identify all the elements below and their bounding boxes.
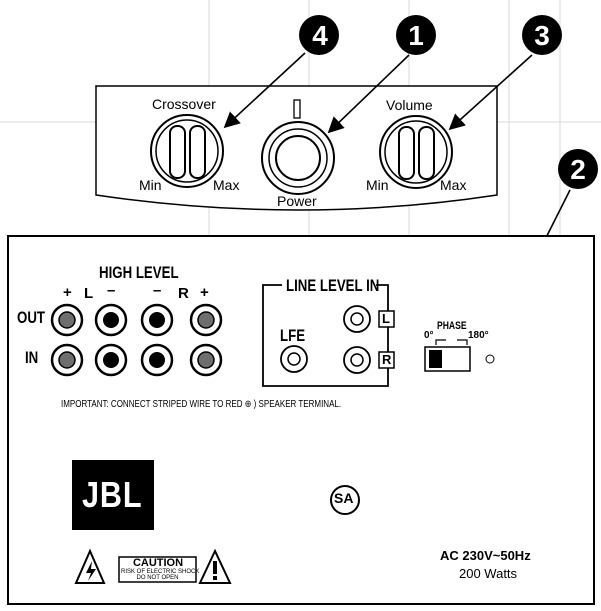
crossover-min-label: Min	[139, 177, 162, 193]
crossover-label: Crossover	[152, 96, 216, 112]
phase-bracket	[435, 339, 468, 345]
crossover-max-label: Max	[213, 177, 240, 193]
volume-label: Volume	[386, 97, 433, 113]
rear-panel-outline	[7, 235, 595, 605]
polarity-label-1: +	[63, 284, 72, 301]
callout-3	[522, 15, 562, 55]
power-rating-line1: AC 230V~50Hz	[440, 548, 531, 563]
jbl-logo-text: JBL	[82, 474, 143, 515]
phase-switch-slider	[429, 350, 442, 368]
terminal-out-2	[94, 303, 128, 337]
lfe-label: LFE	[280, 326, 306, 345]
callout-4-label: 4	[312, 20, 328, 51]
out-label: OUT	[17, 308, 45, 327]
terminal-in-3	[140, 343, 174, 377]
caution-line2: DO NOT OPEN	[136, 575, 179, 581]
terminal-out-4	[189, 303, 223, 337]
callout-1	[396, 15, 436, 55]
callout-4	[299, 15, 339, 55]
volume-knob	[379, 115, 453, 189]
power-label: Power	[277, 193, 317, 209]
terminal-in-2	[94, 343, 128, 377]
warning-triangle-left	[74, 548, 106, 584]
lfe-jack	[280, 345, 308, 373]
polarity-label-4: –	[153, 282, 162, 299]
terminal-out-3	[140, 303, 174, 337]
terminal-in-1	[50, 343, 84, 377]
terminal-out-1	[50, 303, 84, 337]
polarity-label-5: R	[178, 285, 189, 302]
caution-label-box	[118, 556, 197, 583]
callout-2-label: 2	[570, 154, 586, 185]
power-rating-line2: 200 Watts	[459, 566, 518, 581]
csa-cert-mark	[330, 485, 360, 515]
polarity-label-6: +	[200, 284, 209, 301]
volume-max-label: Max	[440, 177, 467, 193]
jbl-logo-block	[72, 460, 154, 530]
line-l-jack	[343, 305, 371, 333]
phase-indicator-led	[485, 354, 495, 364]
polarity-label-2: L	[84, 285, 94, 302]
high-level-title: HIGH LEVEL	[99, 263, 179, 282]
caution-title: CAUTION	[132, 557, 184, 569]
callout-1-label: 1	[408, 20, 424, 51]
power-knob	[261, 99, 335, 195]
crossover-knob	[150, 114, 224, 188]
warning-triangle-right	[198, 548, 232, 584]
callout-3-label: 3	[534, 20, 550, 51]
callout-2	[558, 149, 598, 189]
phase-label: PHASE	[437, 320, 467, 332]
terminal-in-4	[189, 343, 223, 377]
in-label: IN	[25, 348, 39, 367]
line-r-box	[378, 351, 395, 369]
important-note: IMPORTANT: CONNECT STRIPED WIRE TO RED ⊕…	[61, 399, 342, 410]
high-level-terminals	[50, 303, 223, 377]
line-level-box	[262, 284, 389, 387]
cert-mark-text: SA	[334, 490, 354, 506]
polarity-label-3: –	[107, 282, 116, 299]
line-l-box	[378, 310, 395, 328]
volume-min-label: Min	[366, 177, 389, 193]
phase-0-label: 0°	[424, 330, 434, 341]
line-r-label: R	[382, 352, 392, 367]
line-r-jack	[343, 346, 371, 374]
caution-line1: RISK OF ELECTRIC SHOCK	[121, 569, 200, 575]
phase-180-label: 180°	[468, 330, 489, 341]
line-level-title: LINE LEVEL IN	[286, 276, 380, 295]
line-l-label: L	[382, 311, 390, 326]
